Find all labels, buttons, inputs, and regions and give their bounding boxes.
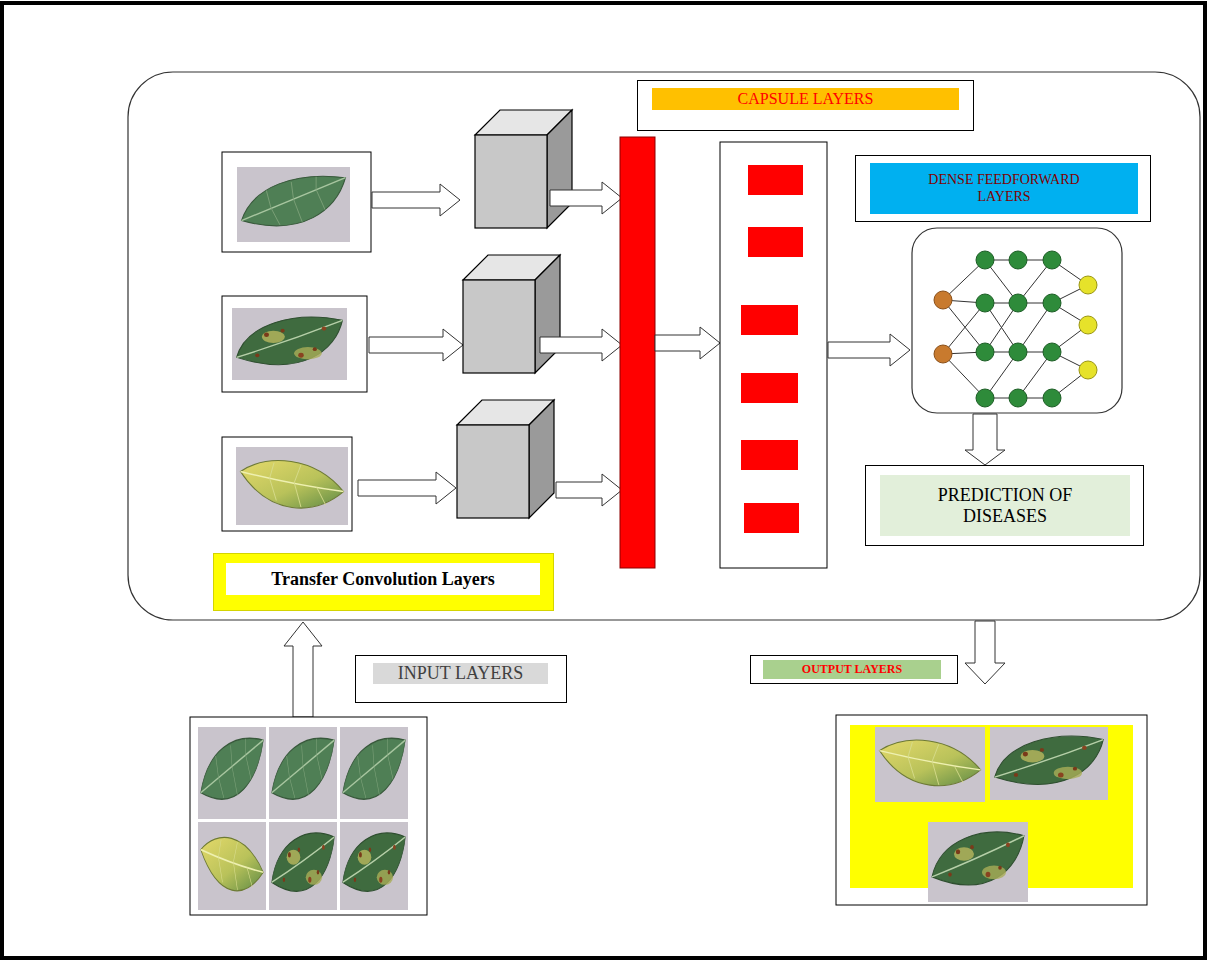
image-frame	[222, 296, 367, 392]
image-frame	[222, 152, 371, 252]
convolution-cube	[475, 110, 572, 228]
block-arrow	[828, 334, 910, 366]
image-frame	[222, 437, 352, 531]
input-grid-frame	[190, 717, 427, 915]
cube-side	[529, 400, 554, 518]
layer-title-box: Transfer Convolution Layers	[213, 553, 554, 611]
block-arrow	[965, 414, 1005, 465]
convolution-cube	[457, 400, 554, 518]
hidden-neuron	[976, 389, 994, 407]
cube-front	[475, 135, 547, 228]
hidden-neuron	[1009, 343, 1027, 361]
capsule-panel	[720, 142, 827, 568]
cube-side	[547, 110, 572, 228]
block-arrow	[372, 184, 460, 216]
leaf-photo	[232, 308, 347, 380]
block-arrow	[655, 327, 720, 359]
output-neuron	[1079, 276, 1097, 294]
layer-title-box: CAPSULE LAYERS	[637, 80, 974, 131]
output-neuron	[1079, 361, 1097, 379]
capsule-block	[741, 440, 798, 470]
layer-label: DENSE FEEDFORWARD LAYERS	[870, 163, 1138, 214]
leaf-photo	[340, 822, 408, 910]
leaf-photo	[340, 727, 408, 819]
leaf-photo	[237, 167, 350, 242]
hidden-neuron	[1009, 389, 1027, 407]
leaf-photo	[198, 822, 266, 910]
hidden-neuron	[976, 343, 994, 361]
leaf-photo	[198, 727, 266, 819]
input-neuron	[934, 345, 952, 363]
block-arrow	[284, 622, 322, 717]
block-arrow	[358, 472, 456, 504]
hidden-neuron	[1043, 251, 1061, 269]
hidden-neuron	[1009, 251, 1027, 269]
hidden-neuron	[1043, 294, 1061, 312]
leaf-photo	[875, 727, 985, 802]
page-frame	[2, 3, 1205, 958]
layer-title-box: OUTPUT LAYERS	[750, 655, 958, 684]
block-arrow	[540, 329, 622, 361]
leaf-photo	[990, 727, 1108, 800]
capsule-block	[741, 305, 798, 335]
capsule-block	[741, 373, 798, 403]
hidden-neuron	[1009, 294, 1027, 312]
feature-bar	[620, 137, 655, 568]
capsule-block	[744, 503, 799, 533]
block-arrow	[965, 621, 1005, 684]
leaf-photo	[269, 727, 337, 819]
layer-label: OUTPUT LAYERS	[763, 660, 941, 679]
capsule-block	[748, 165, 803, 195]
convolution-cube	[463, 255, 560, 373]
layer-title-box: INPUT LAYERS	[355, 655, 567, 703]
layer-label: PREDICTION OF DISEASES	[880, 475, 1130, 536]
network-frame	[912, 228, 1122, 413]
capsule-block	[748, 227, 803, 257]
hidden-neuron	[976, 294, 994, 312]
network-links	[943, 260, 1088, 398]
leaf-photo	[236, 447, 348, 525]
output-frame	[836, 715, 1147, 905]
block-arrow	[550, 182, 622, 214]
layer-title-box: DENSE FEEDFORWARD LAYERS	[855, 155, 1151, 222]
output-neuron	[1079, 316, 1097, 334]
block-arrow	[369, 329, 463, 361]
input-neuron	[934, 291, 952, 309]
hidden-neuron	[1043, 343, 1061, 361]
leaf-photo	[928, 822, 1028, 902]
layer-label: Transfer Convolution Layers	[226, 563, 540, 595]
block-arrow	[556, 474, 622, 506]
model-container	[128, 72, 1200, 620]
leaf-photo	[269, 822, 337, 910]
hidden-neuron	[976, 251, 994, 269]
cube-front	[463, 280, 535, 373]
network-neurons	[934, 251, 1097, 407]
layer-label: INPUT LAYERS	[373, 663, 548, 684]
result-box: PREDICTION OF DISEASES	[865, 465, 1144, 546]
layer-label: CAPSULE LAYERS	[652, 88, 959, 110]
cube-front	[457, 425, 529, 518]
cube-side	[535, 255, 560, 373]
hidden-neuron	[1043, 389, 1061, 407]
